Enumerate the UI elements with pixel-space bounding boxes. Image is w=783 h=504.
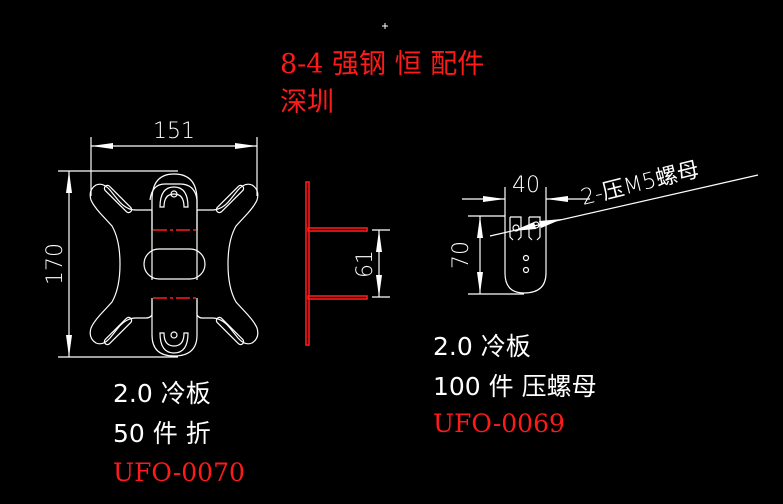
drawing-location: 深圳	[280, 87, 334, 118]
left-plate-drawing: 151 170	[43, 119, 259, 358]
dim-width-right: 40	[512, 173, 540, 198]
dim-height-right: 70	[449, 241, 474, 269]
side-view-plate	[305, 181, 310, 346]
plate-body-outline	[89, 183, 259, 345]
right-spec-material: 2.0 冷板	[433, 332, 531, 361]
top-tab-slot	[159, 186, 189, 208]
top-tab-outline	[151, 173, 198, 280]
left-part-code: UFO-0070	[113, 458, 245, 487]
bottom-tab-outline	[151, 300, 198, 357]
drawing-title: 8-4 强钢 恒 配件	[280, 49, 484, 80]
dim-width-left: 151	[153, 119, 195, 144]
arm-slot-top-right	[215, 184, 245, 214]
center-oval-slot	[143, 248, 206, 280]
right-part-code: UFO-0069	[433, 409, 565, 438]
side-view-tab-bottom	[307, 295, 368, 300]
leader-note: 2-压M5螺母	[578, 157, 701, 211]
arm-slot-bottom-left	[103, 316, 133, 346]
arm-slot-top-left	[103, 184, 133, 214]
right-spec-quantity: 100 件 压螺母	[433, 372, 597, 401]
side-view-drawing: 61	[305, 181, 390, 346]
side-view-tab-top	[307, 227, 368, 232]
cursor-crosshair-icon	[382, 23, 388, 29]
arm-slot-bottom-right	[215, 316, 245, 346]
bottom-tab-slot	[159, 332, 189, 354]
right-part-drawing: 40 70 2-压M5螺母	[449, 157, 759, 295]
right-part-outline	[504, 217, 547, 294]
dim-side-61: 61	[353, 250, 378, 278]
left-spec-material: 2.0 冷板	[113, 379, 211, 408]
left-spec-quantity: 50 件 折	[113, 419, 211, 448]
dim-height-left: 170	[43, 243, 68, 285]
